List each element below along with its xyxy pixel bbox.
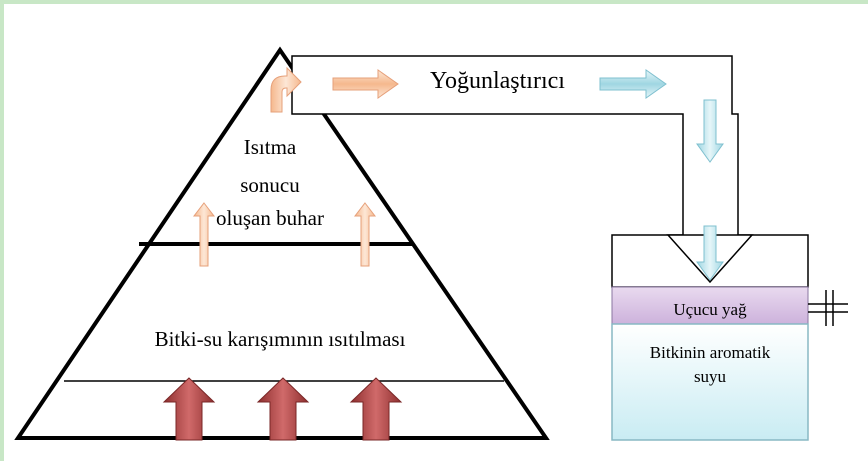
heating-vapor-label-line-3: oluşan buhar (216, 206, 324, 230)
aromatic-water-label-line-2: suyu (693, 367, 727, 386)
condensate-arrow-down-upper (696, 99, 724, 163)
essential-oil-label: Uçucu yağ (673, 300, 747, 319)
vapor-arrow-condenser (332, 69, 399, 99)
condenser-label: Yoğunlaştırıcı (430, 68, 565, 94)
vapor-curve-arrow (270, 66, 302, 113)
heat-arrow-right (349, 377, 403, 441)
condensate-arrow-horizontal (599, 69, 667, 99)
vapor-arrow-left (192, 202, 216, 267)
mixture-heating-label: Bitki-su karışımının ısıtılması (154, 327, 406, 351)
condensate-arrow-down-lower (696, 225, 724, 281)
heat-arrow-left (162, 377, 216, 441)
heating-vapor-label-line-1: Isıtma (243, 135, 297, 159)
heat-arrow-middle (256, 377, 310, 441)
heating-vapor-label-line-2: sonucu (240, 173, 300, 197)
tap-symbol (808, 290, 848, 326)
aromatic-water-label-line-1: Bitkinin aromatik (649, 343, 771, 362)
oil-layer (611, 286, 809, 325)
vapor-arrow-right (353, 202, 377, 267)
water-layer (611, 323, 809, 441)
